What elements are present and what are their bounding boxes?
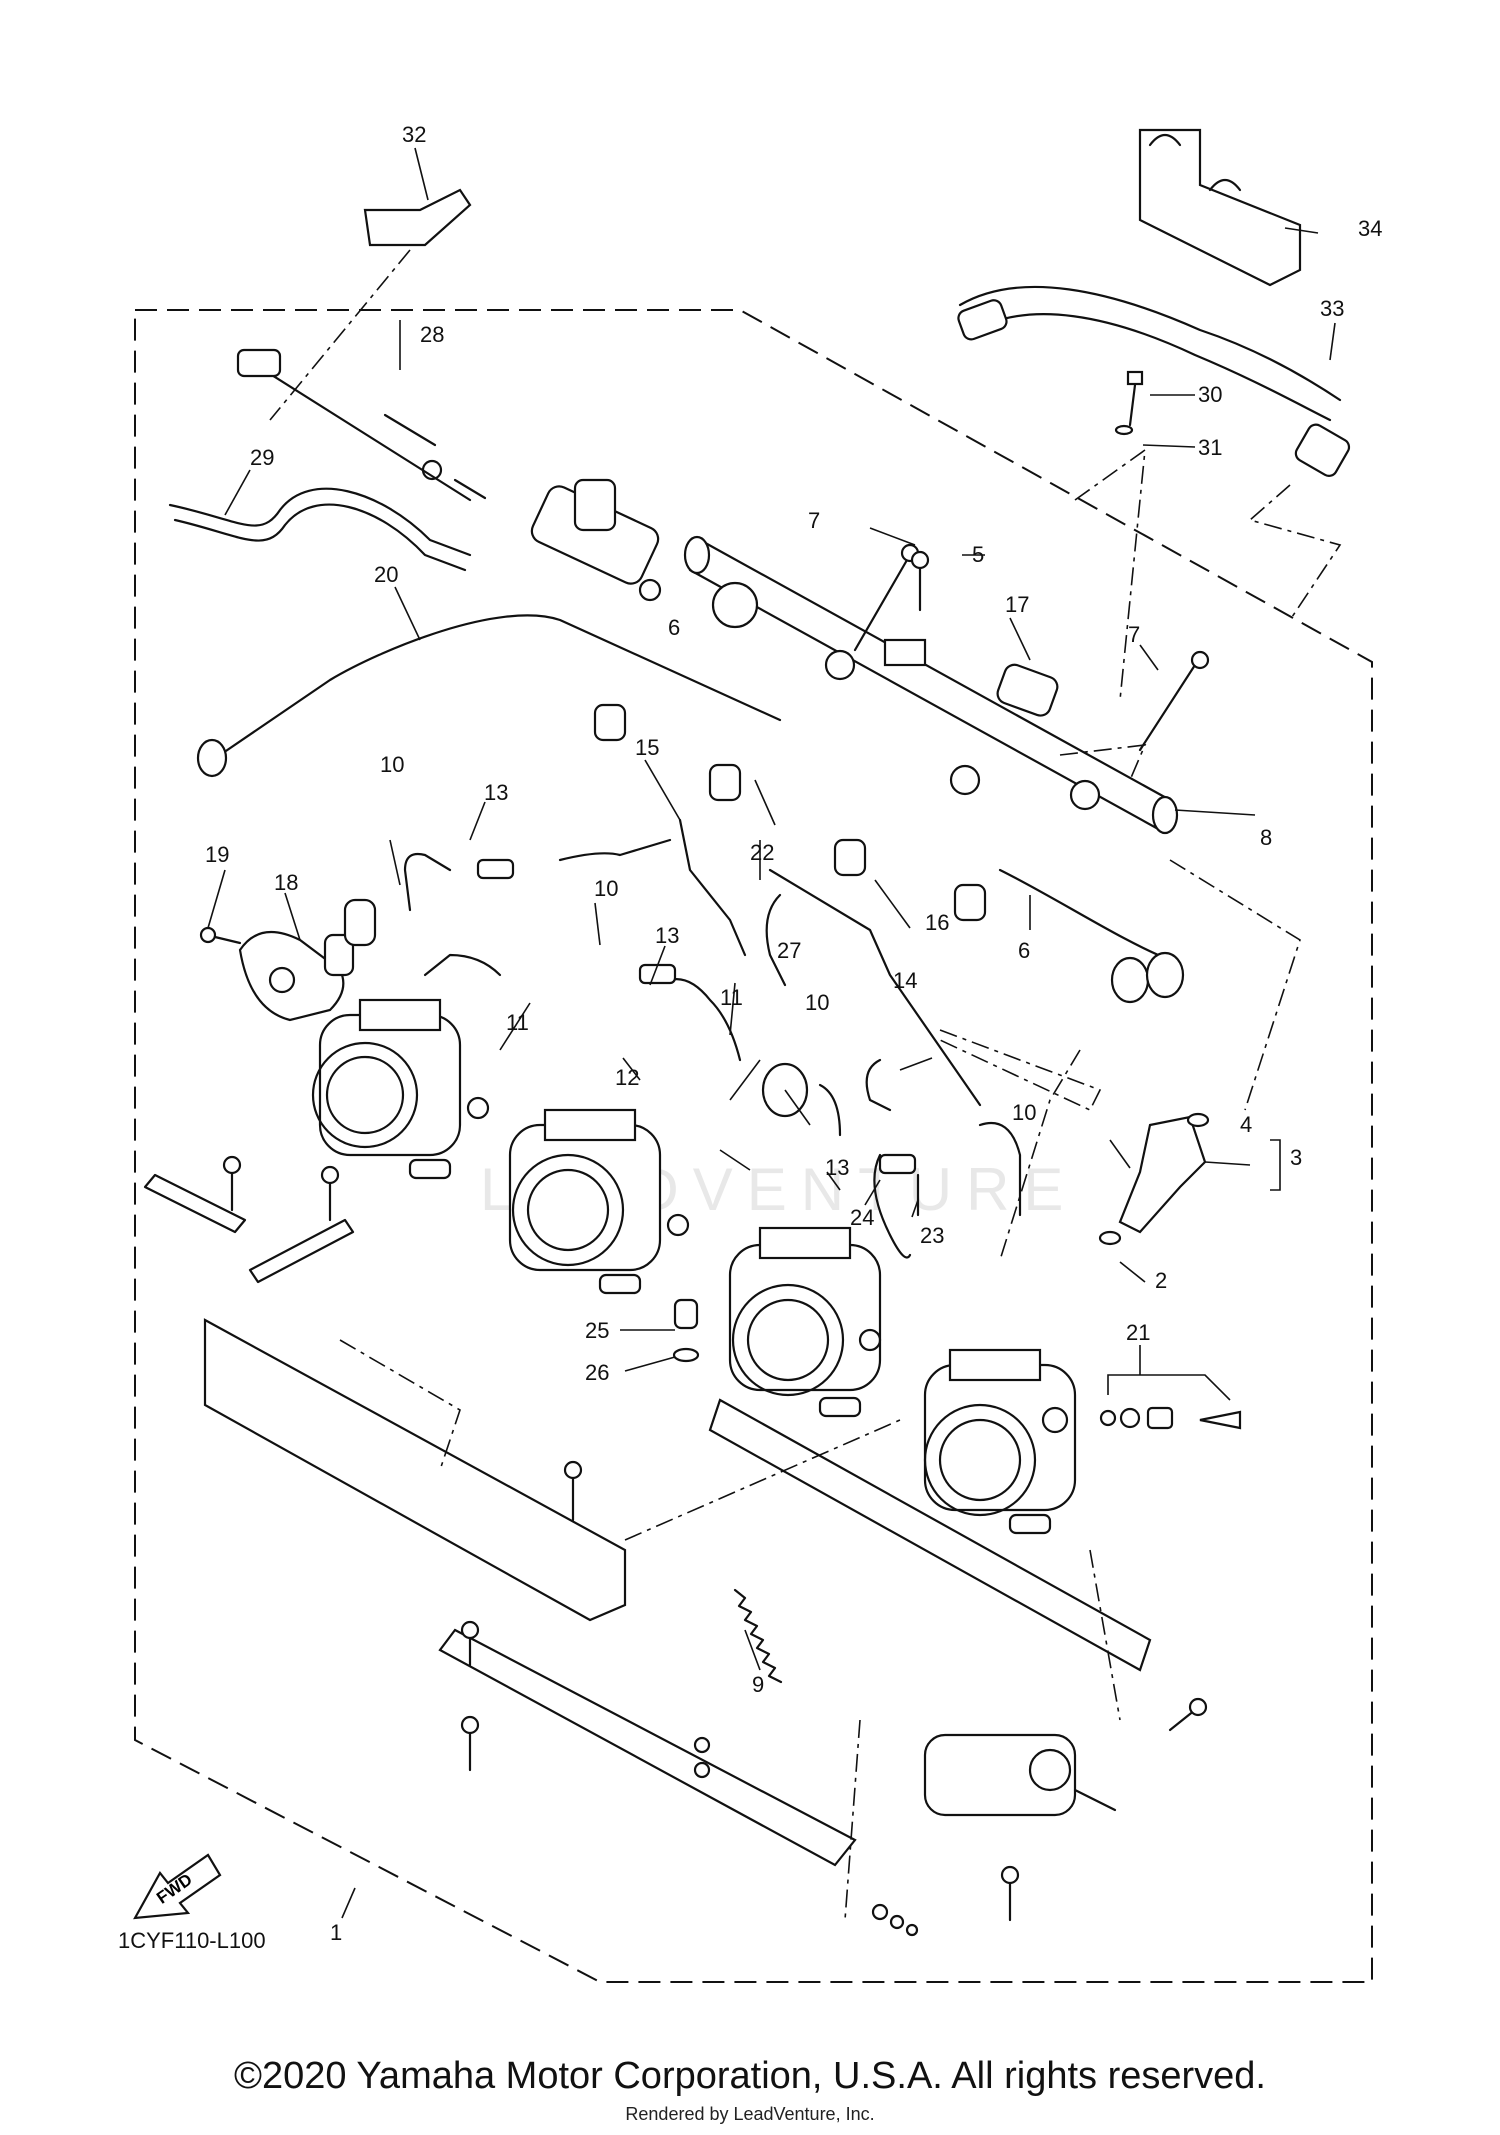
callout-7b: 7 [1128,622,1140,647]
callout-33: 33 [1320,296,1344,321]
injector-couplers [593,703,1185,1004]
callout-14: 14 [893,968,917,993]
callout-13b: 13 [655,923,679,948]
vacuum-hose [168,487,472,557]
left-bracket [143,1173,627,1622]
sub-wire-harness [218,614,782,757]
fuel-hose [957,285,1351,477]
copyright-text: ©2020 Yamaha Motor Corporation, U.S.A. A… [234,2055,1266,2097]
callout-31: 31 [1198,435,1222,460]
callout-29: 29 [250,445,274,470]
callout-4: 4 [1240,1112,1252,1137]
callout-10d: 10 [1012,1100,1036,1125]
callout-30: 30 [1198,382,1222,407]
cap [673,1298,699,1330]
callout-1: 1 [330,1920,342,1945]
callout-2: 2 [1155,1268,1167,1293]
callout-11a: 11 [506,1010,529,1035]
callout-23: 23 [920,1223,944,1248]
fast-idle-unit [530,478,662,602]
harness-connector [196,738,228,778]
hose-holder [1138,128,1302,287]
callout-5: 5 [972,542,984,567]
callout-10c: 10 [805,990,829,1015]
callout-13c: 13 [825,1155,849,1180]
washers [693,1736,919,1937]
throttle-body-3 [728,1226,882,1418]
throttle-cable [236,348,487,502]
callout-27: 27 [777,938,801,963]
callout-32: 32 [402,122,426,147]
callout-11b: 11 [720,985,743,1010]
callout-21: 21 [1126,1320,1150,1345]
vacuum-hoses [403,818,1022,1217]
callout-10a: 10 [380,752,404,777]
fuel-delivery-pipe [683,535,1179,835]
callout-19: 19 [205,842,229,867]
callout-10b: 10 [594,876,618,901]
callout-18: 18 [274,870,298,895]
throttle-spring [733,1588,783,1684]
throttle-position-sensor [238,898,377,1022]
callout-9: 9 [752,1672,764,1697]
sensor-screw [199,926,242,945]
bracket-screws [222,1155,1208,1922]
callout-25: 25 [585,1318,609,1343]
throttle-body-2 [508,1108,690,1295]
callout-8: 8 [1260,825,1272,850]
callout-6: 6 [668,615,680,640]
sensor-coupler [996,663,1059,717]
callout-labels: 32 28 29 20 7 5 6 17 7 8 30 31 33 34 15 … [205,122,1382,1945]
joint-pieces [476,858,917,1175]
link-rod-lower [438,1398,1152,1867]
callout-24: 24 [850,1205,874,1230]
assembly-boundary [134,309,1373,1983]
diagram-code: 1CYF110-L100 [118,1928,266,1953]
callout-22: 22 [750,840,774,865]
callout-13a: 13 [484,780,508,805]
bolts [853,370,1210,752]
callout-16: 16 [925,910,949,935]
cable-bracket [363,188,472,247]
rendered-by-text: Rendered by LeadVenture, Inc. [625,2104,875,2124]
callout-20: 20 [374,562,398,587]
throttle-body-1 [311,998,490,1180]
callout-34: 34 [1358,216,1382,241]
callout-17: 17 [1005,592,1029,617]
vacuum-hose-edge [173,503,467,572]
callout-26: 26 [585,1360,609,1385]
assembly-lines [269,249,1342,1921]
callout-15: 15 [635,735,659,760]
callout-28: 28 [420,322,444,347]
leader-lines [207,147,1336,1919]
callout-3: 3 [1290,1145,1302,1170]
clip [672,1347,700,1363]
callout-6b: 6 [1018,938,1030,963]
o-ring [761,1062,809,1118]
throttle-pulley [923,1733,1117,1817]
callout-12: 12 [615,1065,639,1090]
adjusting-screw-set [1099,1406,1242,1430]
callout-7: 7 [808,508,820,533]
fwd-arrow-icon: FWD [133,1853,222,1920]
fuel-injector [1098,1112,1210,1246]
wire-spring [873,1153,912,1259]
throttle-body-4 [923,1348,1077,1535]
